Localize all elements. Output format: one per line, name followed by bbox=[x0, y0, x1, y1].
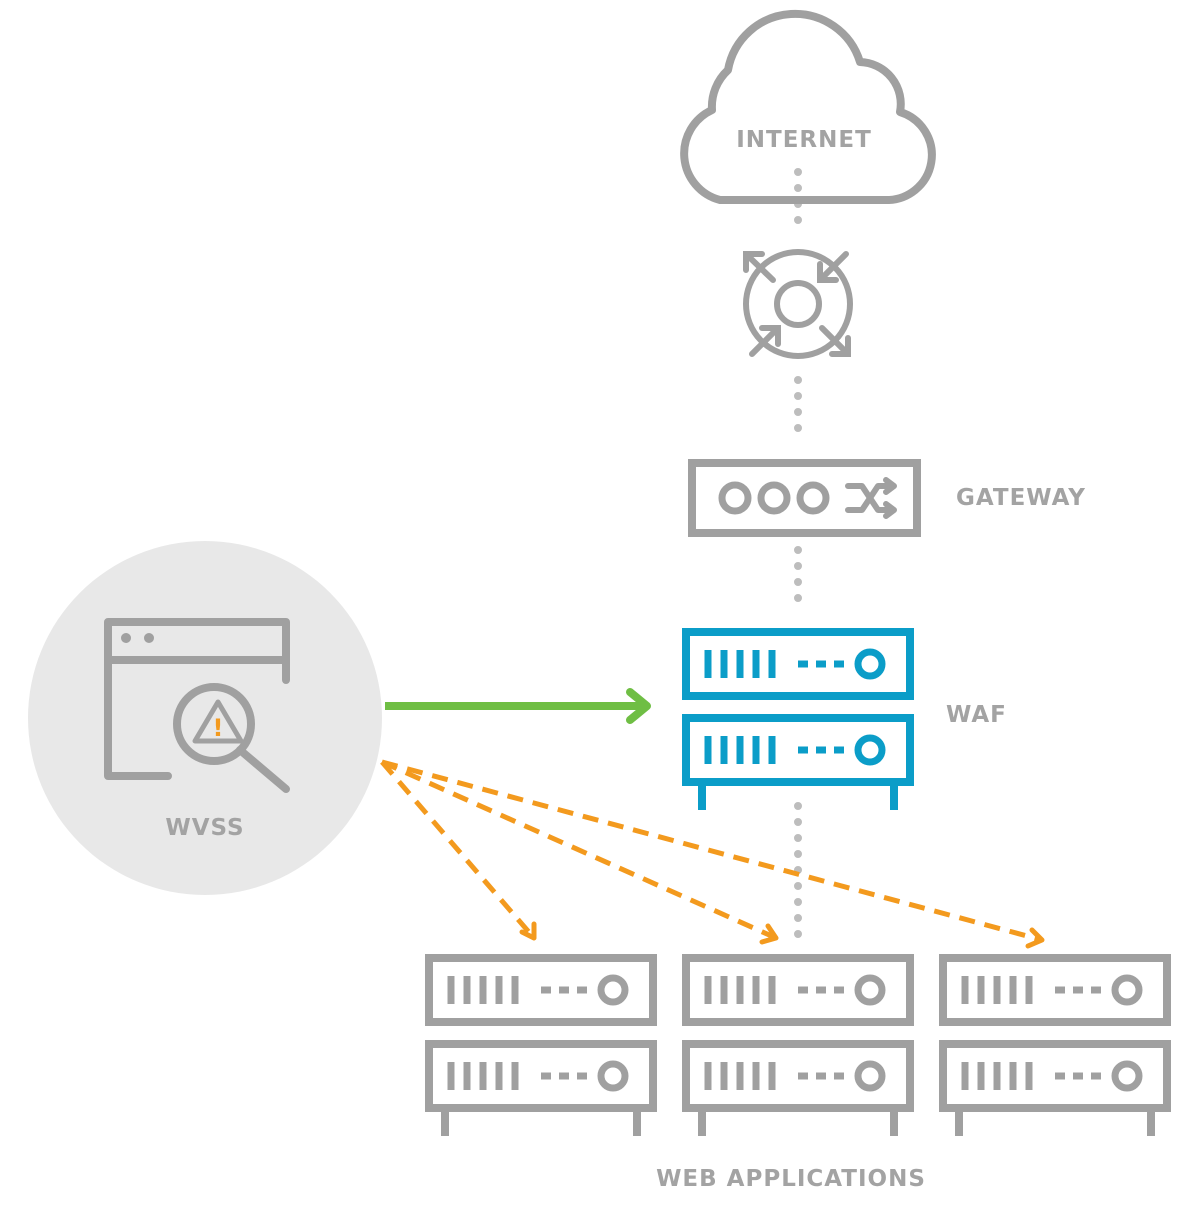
browser-scan-warning-icon: ! bbox=[104, 618, 290, 793]
router-icon bbox=[743, 249, 853, 359]
svg-text:!: ! bbox=[213, 714, 224, 742]
cloud-icon bbox=[680, 9, 936, 205]
server-rack-icon bbox=[429, 958, 653, 1136]
internet-label: INTERNET bbox=[736, 127, 872, 153]
gateway-switch-icon bbox=[688, 459, 921, 537]
web-applications-label: WEB APPLICATIONS bbox=[656, 1166, 926, 1192]
server-rack-icon bbox=[943, 958, 1167, 1136]
wvss-label: WVSS bbox=[165, 815, 244, 841]
wvss-to-webapp-3-arrow bbox=[381, 759, 1045, 949]
server-rack-icon bbox=[686, 632, 910, 810]
waf-label: WAF bbox=[946, 702, 1007, 728]
wvss-to-webapp-2-arrow bbox=[380, 759, 779, 945]
wvss-to-waf-arrow bbox=[385, 688, 651, 724]
wvss-to-webapp-1-arrow bbox=[380, 760, 537, 941]
gateway-label: GATEWAY bbox=[956, 485, 1086, 511]
server-rack-icon bbox=[686, 958, 910, 1136]
wvss-background bbox=[28, 541, 382, 895]
